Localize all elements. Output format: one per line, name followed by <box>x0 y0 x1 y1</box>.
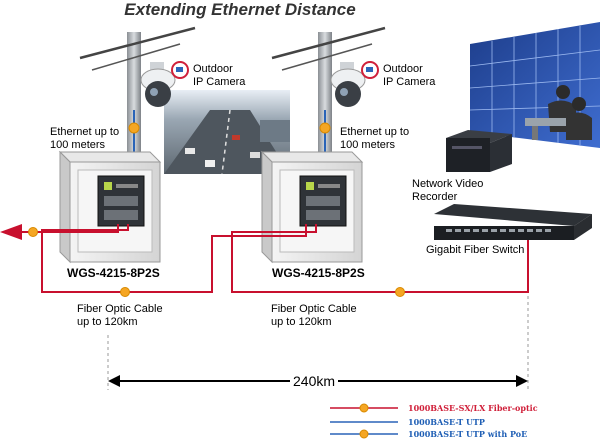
camera-right <box>330 62 366 107</box>
diagram-title: Extending Ethernet Distance <box>124 0 356 19</box>
legend-poe-swatch <box>330 429 398 439</box>
ethernet-note-right: Ethernet up to 100 meters <box>340 126 409 152</box>
highway-photo <box>164 90 290 175</box>
ethernet-note-line: Ethernet up to <box>50 126 120 138</box>
legend-fiber-swatch <box>330 403 398 413</box>
ethernet-note-line: 100 meters <box>50 139 106 151</box>
legend-poe-label: 1000BASE-T UTP with PoE <box>408 429 528 439</box>
ip-camera-badge-icon <box>361 61 379 79</box>
fiber-note-line: Fiber Optic Cable <box>77 303 163 315</box>
camera-label-right: Outdoor IP Camera <box>383 63 435 89</box>
gigabit-fiber-switch-device <box>434 204 592 240</box>
nvr-device <box>446 130 512 172</box>
fiber-note-line: Fiber Optic Cable <box>271 303 357 315</box>
fiber-switch-label: Gigabit Fiber Switch <box>426 244 525 256</box>
fiber-link-middle <box>41 224 307 297</box>
fiber-link-to-left <box>0 224 119 240</box>
ethernet-note-line: 100 meters <box>340 139 396 151</box>
camera-label-line: Outdoor <box>193 63 233 75</box>
camera-label-line: Outdoor <box>383 63 423 75</box>
switch-model-left: WGS-4215-8P2S <box>67 266 160 280</box>
camera-label-left: Outdoor IP Camera <box>193 63 245 89</box>
ethernet-note-left: Ethernet up to 100 meters <box>50 126 119 152</box>
nvr-label-line: Network Video <box>412 178 484 190</box>
industrial-switch-right <box>299 175 347 227</box>
legend-utp-label: 1000BASE-T UTP <box>408 417 485 427</box>
camera-label-line: IP Camera <box>383 76 436 88</box>
switch-model-right: WGS-4215-8P2S <box>272 266 365 280</box>
industrial-switch-left <box>97 175 145 227</box>
operator-figure-icon <box>566 97 592 140</box>
fiber-note-line: up to 120km <box>77 316 138 328</box>
camera-label-line: IP Camera <box>193 76 246 88</box>
fiber-link-to-core <box>231 224 529 297</box>
distance-label: 240km <box>290 373 339 389</box>
ethernet-note-line: Ethernet up to <box>340 126 410 138</box>
fiber-note-right: Fiber Optic Cable up to 120km <box>271 303 357 329</box>
nvr-label-line: Recorder <box>412 191 458 203</box>
nvr-label: Network Video Recorder <box>412 178 483 204</box>
legend-fiber-label: 1000BASE-SX/LX Fiber-optic <box>408 403 538 413</box>
fiber-note-line: up to 120km <box>271 316 332 328</box>
distance-marker <box>107 296 529 390</box>
fiber-note-left: Fiber Optic Cable up to 120km <box>77 303 163 329</box>
camera-left <box>140 62 176 107</box>
ip-camera-badge-icon <box>171 61 189 79</box>
